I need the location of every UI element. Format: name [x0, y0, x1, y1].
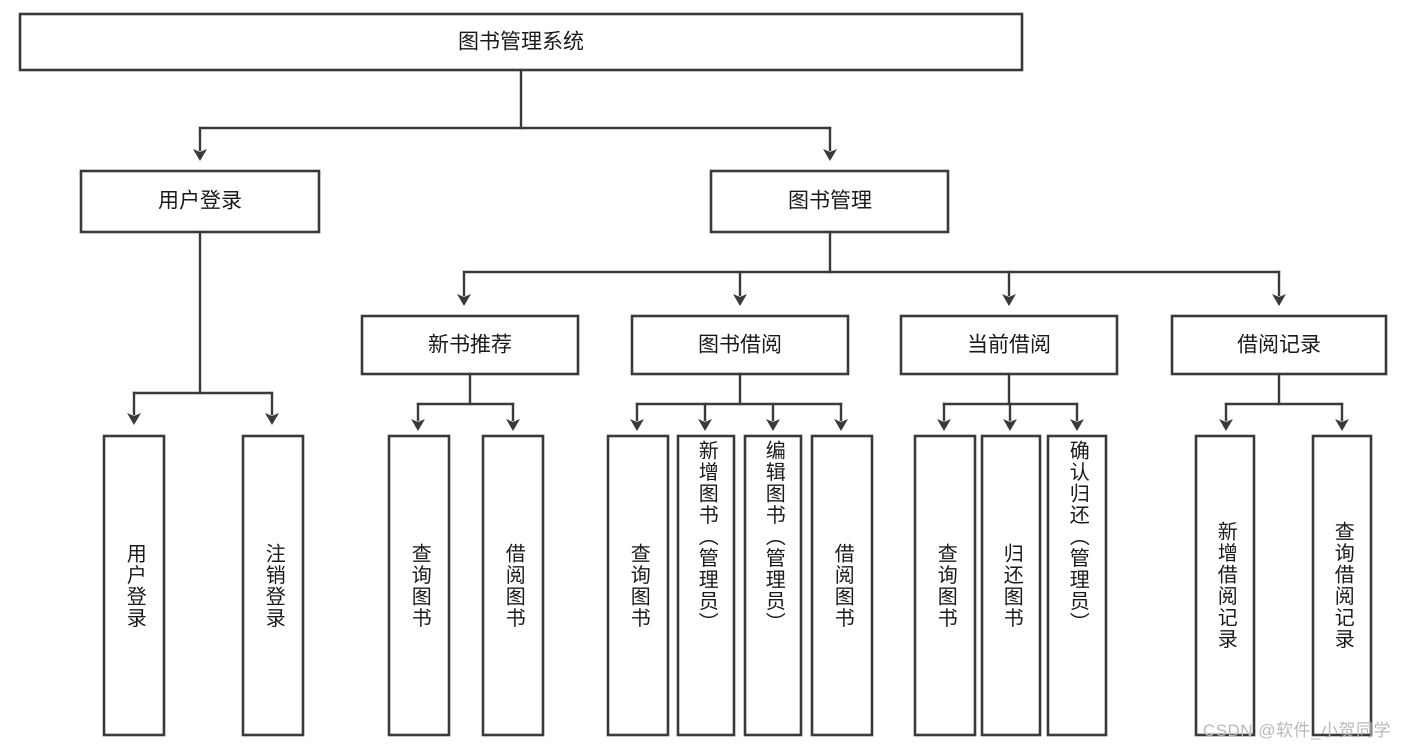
- node-book-borrow-label: 图书借阅: [698, 334, 782, 357]
- node-root-label: 图书管理系统: [458, 31, 584, 54]
- node-leaf-borrow-book-2[interactable]: [810, 434, 874, 737]
- node-leaf-query-book-1[interactable]: [387, 434, 451, 737]
- node-new-book-recommend[interactable]: [360, 314, 580, 376]
- node-leaf-add-book[interactable]: [676, 434, 736, 737]
- node-new-book-recommend-label: 新书推荐: [428, 334, 512, 357]
- node-current-borrow[interactable]: [899, 314, 1119, 376]
- node-borrow-record[interactable]: [1170, 314, 1388, 376]
- node-leaf-confirm-return[interactable]: [1046, 434, 1108, 737]
- node-leaf-query-book-2[interactable]: [606, 434, 670, 737]
- node-leaf-borrow-book-1[interactable]: [481, 434, 545, 737]
- node-book-management-label: 图书管理: [788, 190, 872, 213]
- node-leaf-edit-book[interactable]: [743, 434, 803, 737]
- node-leaf-logout[interactable]: [241, 434, 305, 737]
- node-leaf-return-book[interactable]: [980, 434, 1042, 737]
- node-leaf-user-login[interactable]: [102, 434, 166, 737]
- node-borrow-record-label: 借阅记录: [1237, 334, 1321, 357]
- csdn-watermark: CSDN @软件_小贺同学: [1202, 721, 1391, 740]
- node-leaf-add-record[interactable]: [1194, 434, 1256, 737]
- node-current-borrow-label: 当前借阅: [967, 334, 1051, 357]
- node-book-borrow[interactable]: [630, 314, 850, 376]
- node-book-management[interactable]: [709, 169, 950, 234]
- node-leaf-query-record[interactable]: [1311, 434, 1373, 737]
- node-user-login-label: 用户登录: [158, 190, 242, 213]
- node-leaf-query-book-3[interactable]: [913, 434, 977, 737]
- node-root[interactable]: [18, 12, 1024, 72]
